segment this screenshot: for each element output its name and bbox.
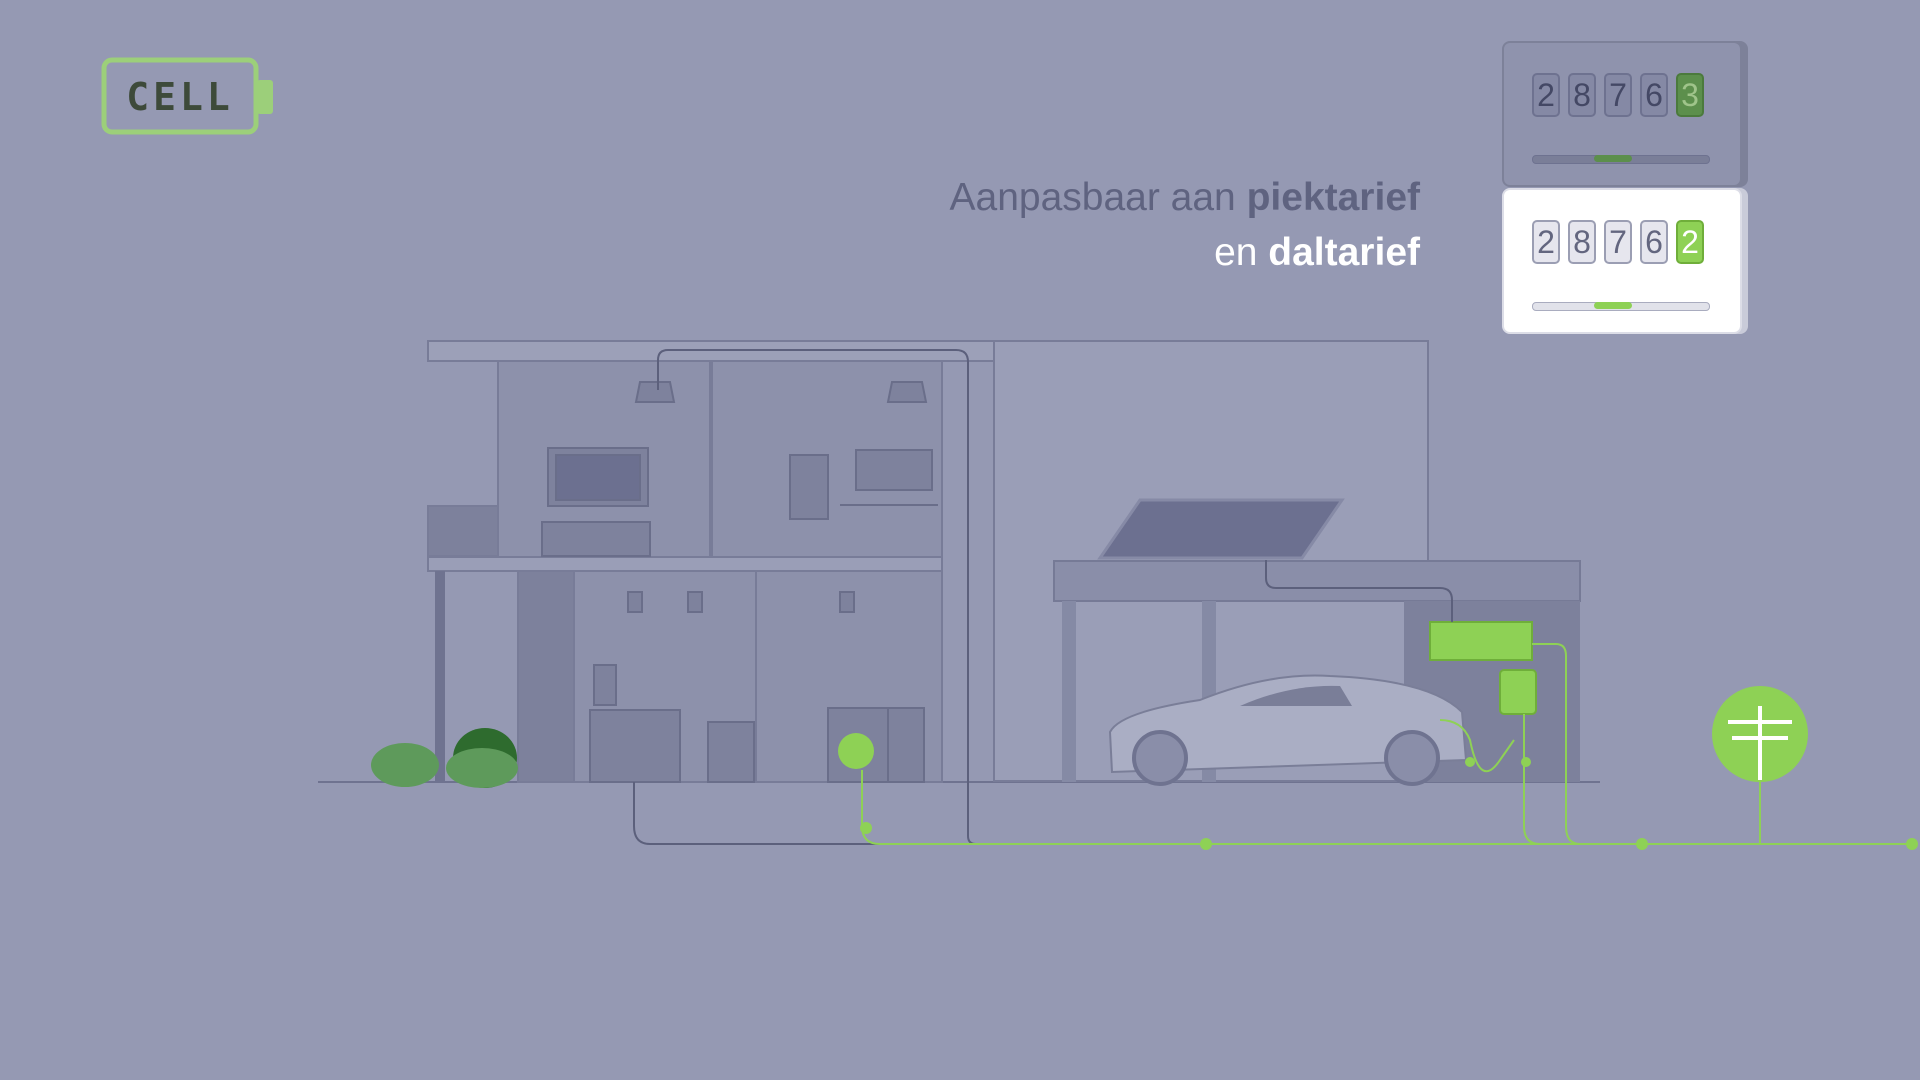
offpeak-digit: 2 bbox=[1532, 220, 1560, 264]
bushes bbox=[371, 728, 518, 788]
tariff-headline: Aanpasbaar aan piektarief en daltarief bbox=[950, 170, 1420, 280]
peak-tariff-label: piektarief bbox=[1246, 176, 1420, 219]
cable-nodes bbox=[860, 757, 1918, 850]
home-battery bbox=[1429, 621, 1537, 715]
peak-digit-active: 3 bbox=[1676, 73, 1704, 117]
offpeak-meter-indicator bbox=[1594, 302, 1632, 309]
peak-meter: 2 8 7 6 3 bbox=[1502, 41, 1742, 187]
offpeak-digit: 6 bbox=[1640, 220, 1668, 264]
peak-digit: 6 bbox=[1640, 73, 1668, 117]
peak-digit: 8 bbox=[1568, 73, 1596, 117]
power-grid-icon bbox=[1712, 686, 1808, 782]
cell-logo: CELL bbox=[101, 57, 273, 135]
interior-furniture bbox=[541, 381, 938, 783]
solar-panel bbox=[1097, 498, 1345, 560]
peak-meter-digits: 2 8 7 6 3 bbox=[1532, 73, 1704, 117]
moon-icon bbox=[322, 132, 384, 225]
offpeak-digit: 8 bbox=[1568, 220, 1596, 264]
peak-digit: 2 bbox=[1532, 73, 1560, 117]
washing-machine-indicator bbox=[838, 733, 874, 769]
headline-line-1: Aanpasbaar aan piektarief bbox=[949, 176, 1420, 219]
peak-meter-indicator bbox=[1594, 155, 1632, 162]
peak-digit: 7 bbox=[1604, 73, 1632, 117]
logo-text: CELL bbox=[126, 75, 234, 119]
car bbox=[1108, 674, 1468, 786]
offpeak-digit: 7 bbox=[1604, 220, 1632, 264]
headline-line-2: en daltarief bbox=[1214, 231, 1420, 274]
offpeak-digit-active: 2 bbox=[1676, 220, 1704, 264]
off-peak-tariff-label: daltarief bbox=[1268, 231, 1420, 274]
offpeak-meter-digits: 2 8 7 6 2 bbox=[1532, 220, 1704, 264]
offpeak-meter: 2 8 7 6 2 bbox=[1502, 188, 1742, 334]
